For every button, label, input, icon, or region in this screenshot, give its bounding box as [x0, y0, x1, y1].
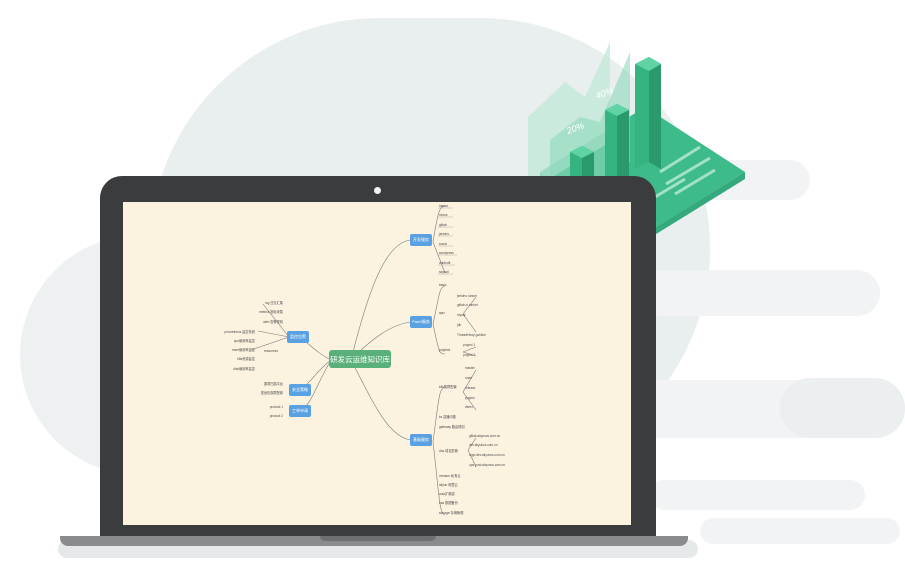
- branch-label-paas: PaaS服务: [412, 318, 430, 324]
- leaf: alert 告警规则: [263, 319, 283, 324]
- leaf: k8s集群配置: [439, 384, 457, 389]
- leaf-underlines: [438, 207, 457, 275]
- leaf: ks 容器问题: [439, 414, 457, 419]
- leaf: argo.dev.aliyuncs.com.cn: [469, 453, 505, 457]
- leaf: gitlab: [439, 223, 447, 227]
- bar-tall: [635, 57, 649, 169]
- leaf: dubbotit: [439, 261, 450, 265]
- leaf: product 2: [270, 414, 284, 418]
- laptop-hinge-notch: [320, 536, 436, 541]
- leaf: gateway 路由规则: [439, 424, 465, 429]
- leaf: gitlab ci runner: [457, 303, 479, 307]
- branch-node-security[interactable]: [289, 384, 311, 396]
- leaf: project 1: [463, 343, 475, 347]
- branch-label-ticket: 工单申请: [292, 407, 308, 413]
- leaf: mem使用率监控: [232, 347, 256, 352]
- branch-label-security: 安全策略: [292, 386, 308, 392]
- ticket-branch-leaves: product 1 product 2: [270, 405, 284, 418]
- leaf: mysql: [457, 313, 466, 317]
- leaf: nexus: [439, 213, 448, 217]
- branch-node-base[interactable]: [410, 434, 432, 446]
- branch-node-ticket[interactable]: [289, 405, 311, 417]
- laptop-base: [60, 536, 688, 546]
- leaf: dns 域名配置: [439, 448, 458, 453]
- leaf: aliyun 阿里云: [439, 482, 458, 487]
- branch-label-base: 基础服务: [413, 436, 429, 442]
- leaf: project 2: [463, 353, 475, 357]
- leaf: jdk: [456, 323, 461, 327]
- background-streak: [640, 270, 880, 316]
- leaf: sonar: [439, 242, 448, 246]
- leaf: storage 存储管理: [439, 510, 464, 515]
- webcam-icon: [374, 187, 381, 194]
- branch-node-monitor[interactable]: [287, 331, 309, 343]
- leaf: metrics 指标采集: [259, 309, 284, 314]
- leaf: resources: [264, 349, 278, 353]
- leaf: harbor: [439, 204, 449, 208]
- leaf: disk使用率监控: [233, 366, 255, 371]
- leaf: skywal: [439, 270, 449, 274]
- leaf: jenkins runner: [456, 294, 478, 298]
- bar-medium: [605, 104, 617, 190]
- leaf: nas 数据备份: [439, 500, 459, 505]
- background-streak: [650, 480, 865, 510]
- mindmap-root-label: 研发云运维知识库: [330, 354, 390, 364]
- dev-branch-leaves: harbor nexus gitlab jenkins sonar wordpr…: [438, 204, 454, 274]
- leaf: gitlab.aliyuncs.com.cn: [469, 434, 500, 438]
- background-streak: [780, 378, 905, 438]
- branch-node-dev[interactable]: [410, 234, 432, 246]
- leaf: dev.aliyuncs.com.cn: [469, 443, 498, 447]
- leaf: jenkins: [438, 232, 449, 236]
- leaf: apix: [439, 311, 445, 315]
- base-branch-leaves: k8s集群配置 ks 容器问题 gateway 路由规则 dns 域名配置 vm…: [439, 366, 505, 515]
- mindmap: 研发云运维知识库 开发服务 PaaS服务 基础服务 监控告警 安全策略 工单申请…: [225, 204, 505, 516]
- leaf: auto扩缩容: [439, 491, 456, 496]
- leaf: projects: [439, 348, 451, 352]
- leaf: release: [465, 386, 476, 390]
- leaf: k8s资源监控: [237, 356, 256, 361]
- leaf: demo: [465, 405, 473, 409]
- leaf: prometheus 监控系统: [225, 329, 256, 334]
- branch-node-paas[interactable]: [410, 316, 432, 328]
- mindmap-connectors: [250, 205, 477, 516]
- leaf: master: [465, 366, 476, 370]
- security-branch-leaves: 漏洞扫描平台 堡垒机权限配置: [261, 381, 283, 395]
- leaf: basic: [439, 283, 447, 287]
- leaf: 漏洞扫描平台: [264, 381, 283, 386]
- branch-label-monitor: 监控告警: [290, 333, 306, 339]
- leaf: node: [465, 376, 472, 380]
- monitor-branch-leaves: log 日志汇集 metrics 指标采集 alert 告警规则 prometh…: [225, 300, 284, 371]
- leaf: cpu使用率监控: [234, 338, 256, 343]
- leaf: product 1: [270, 405, 284, 409]
- mindmap-root-node[interactable]: [329, 350, 391, 368]
- leaf: project: [465, 396, 475, 400]
- leaf: wordpress: [439, 251, 454, 255]
- laptop-lid: 研发云运维知识库 开发服务 PaaS服务 基础服务 监控告警 安全策略 工单申请…: [100, 176, 656, 538]
- leaf: ThreadHeap gobline: [457, 333, 486, 337]
- leaf: vmware 私有云: [439, 473, 461, 478]
- leaf: ops.prod.aliyuncs.com.cn: [469, 463, 505, 467]
- branch-label-dev: 开发服务: [413, 236, 429, 242]
- laptop-screen: 研发云运维知识库 开发服务 PaaS服务 基础服务 监控告警 安全策略 工单申请…: [123, 202, 631, 525]
- background-streak: [700, 518, 900, 544]
- paas-branch-leaves: basic apix projects jenkins runner gitla…: [439, 283, 486, 357]
- leaf: 堡垒机权限配置: [261, 390, 283, 395]
- leaf: log 日志汇集: [265, 300, 284, 305]
